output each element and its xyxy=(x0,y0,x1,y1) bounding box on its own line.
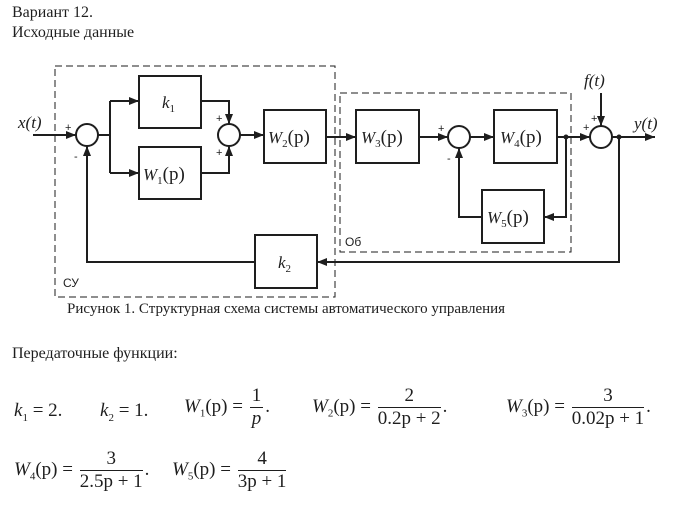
sign-plus: + xyxy=(438,123,444,135)
sign-plus: + xyxy=(583,122,589,134)
equation-k2: k2 = 1. xyxy=(100,400,149,424)
plant-region xyxy=(339,92,572,253)
summing-junction-1 xyxy=(75,123,99,147)
sign-plus: + xyxy=(216,147,222,159)
block-w2 xyxy=(263,109,327,164)
disturbance-signal-label: f(t) xyxy=(584,71,605,90)
block-w5-label: W5(p) xyxy=(487,207,529,230)
summing-junction-2 xyxy=(217,123,241,147)
block-diagram: x(t) f(t) y(t) k1 W1(p) W2(p) W3(p) W4(p… xyxy=(17,65,658,298)
sign-plus: + xyxy=(591,113,597,125)
sign-plus: + xyxy=(65,122,71,134)
block-w1-label: W1(p) xyxy=(143,164,185,187)
block-k1 xyxy=(138,75,202,129)
block-k2 xyxy=(254,234,318,289)
section-subtitle: Исходные данные xyxy=(12,24,135,41)
block-k2-label: k2 xyxy=(278,253,291,275)
input-signal-label: x(t) xyxy=(17,113,42,132)
plant-label: Об xyxy=(345,235,361,249)
block-k1-label: k1 xyxy=(162,93,175,115)
summing-junction-4 xyxy=(589,125,613,149)
block-w3 xyxy=(355,109,420,164)
block-w3-label: W3(p) xyxy=(361,127,403,150)
control-system-label: СУ xyxy=(63,276,79,290)
sign-plus: + xyxy=(216,113,222,125)
output-signal-label: y(t) xyxy=(632,114,658,133)
control-system-region xyxy=(54,65,336,298)
figure-caption: Рисунок 1. Структурная схема системы авт… xyxy=(67,301,506,317)
block-w1 xyxy=(138,146,202,200)
feedback-line xyxy=(317,137,620,266)
transfer-functions-title: Передаточные функции: xyxy=(12,345,178,362)
sign-minus: - xyxy=(74,151,78,163)
equation-k1: k1 = 2. xyxy=(14,400,63,424)
block-w5 xyxy=(481,189,545,244)
block-w2-label: W2(p) xyxy=(268,127,310,150)
summing-junction-3 xyxy=(447,125,471,149)
block-w4-label: W4(p) xyxy=(500,127,542,150)
sign-minus: - xyxy=(447,153,451,165)
variant-title: Вариант 12. xyxy=(12,4,93,21)
